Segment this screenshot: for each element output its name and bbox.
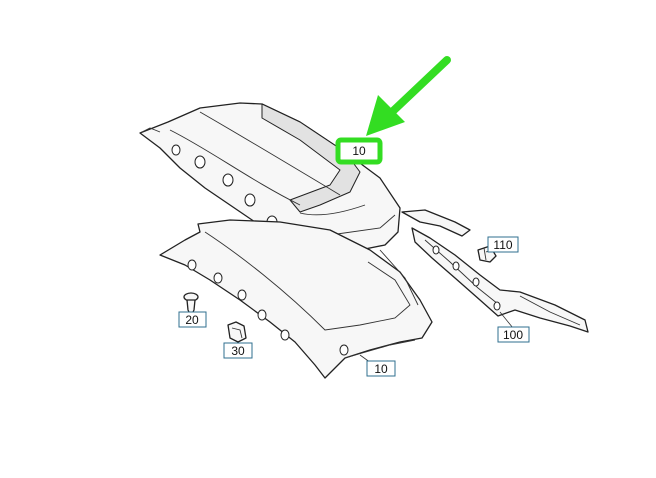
callout-top-part-label: 10 (352, 144, 366, 158)
callout-30-label: 30 (231, 344, 245, 358)
callout-10-lower-label: 10 (374, 362, 388, 376)
side-pillar-trim (401, 209, 589, 333)
highlight-frame (335, 137, 383, 165)
callout-20-label: 20 (185, 313, 199, 327)
highlighted-callout-10: 10 (335, 137, 383, 165)
callout-100-label: 100 (503, 328, 523, 342)
callout-20: 20 (178, 311, 207, 328)
clip-20-shape (183, 292, 199, 315)
arrow-icon (366, 56, 451, 136)
callout-110: 110 (487, 236, 519, 253)
callout-30: 30 (223, 342, 253, 359)
callout-110-label: 110 (493, 238, 512, 252)
callout-10-lower: 10 (366, 360, 396, 377)
clip-30-shape (227, 321, 247, 343)
lower-trim-panel (159, 219, 433, 379)
callout-100: 100 (497, 326, 530, 343)
